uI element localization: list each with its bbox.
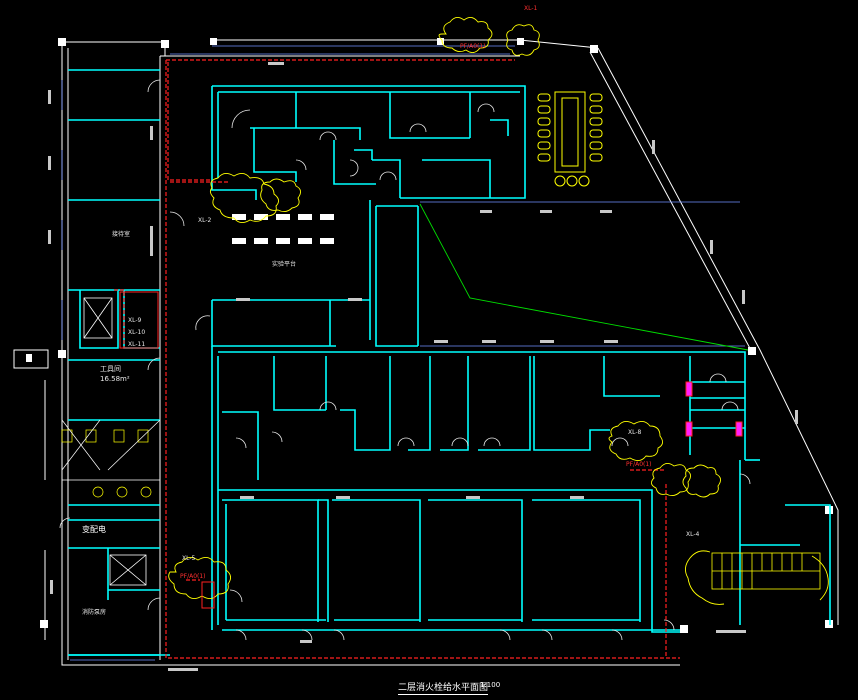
toilet-fixtures	[61, 429, 152, 498]
duct-lines	[419, 203, 749, 351]
room-area-tools: 16.58m²	[100, 375, 130, 383]
lab-benches	[232, 214, 334, 244]
interior-walls	[68, 69, 831, 656]
fire-water-main	[114, 59, 680, 659]
riser-label-xl1: XL-1	[524, 5, 538, 12]
riser-label-xl11: XL-11	[128, 341, 146, 348]
room-label-tools: 工具间	[100, 365, 121, 373]
riser-label-xl8: XL-8	[628, 429, 642, 436]
drawing-title: 二层消火栓给水平面图	[398, 680, 489, 695]
stair	[711, 552, 821, 590]
dimension-lines	[61, 45, 745, 661]
riser-label-xl2: XL-2	[198, 217, 212, 224]
drawing-scale: 1:100	[480, 681, 501, 689]
hydrant-tag-top: PF/A0(1)	[460, 43, 486, 50]
riser-label-xl10: XL-10	[128, 329, 146, 336]
text-placeholders	[48, 62, 798, 671]
riser-label-xl4: XL-4	[686, 531, 700, 538]
hydrant-boxes	[119, 291, 743, 609]
stair-left	[83, 297, 147, 586]
toilet-partitions	[61, 419, 161, 481]
revision-clouds	[168, 17, 829, 605]
meeting-table	[537, 91, 603, 187]
hydrant-tag-right: PF/A0(1)	[626, 461, 652, 468]
doors	[59, 79, 751, 641]
riser-label-xl5: XL-5	[182, 555, 196, 562]
room-label-transformer: 变配电	[82, 525, 106, 534]
room-label-reception: 接待室	[112, 231, 131, 238]
structural-columns	[26, 38, 833, 633]
hydrant-tag-bottom-left: PF/A0(1)	[180, 573, 206, 580]
room-label-pump: 消防泵房	[82, 609, 107, 616]
riser-label-xl9: XL-9	[128, 317, 142, 324]
room-label-lab: 实验平台	[272, 261, 297, 268]
